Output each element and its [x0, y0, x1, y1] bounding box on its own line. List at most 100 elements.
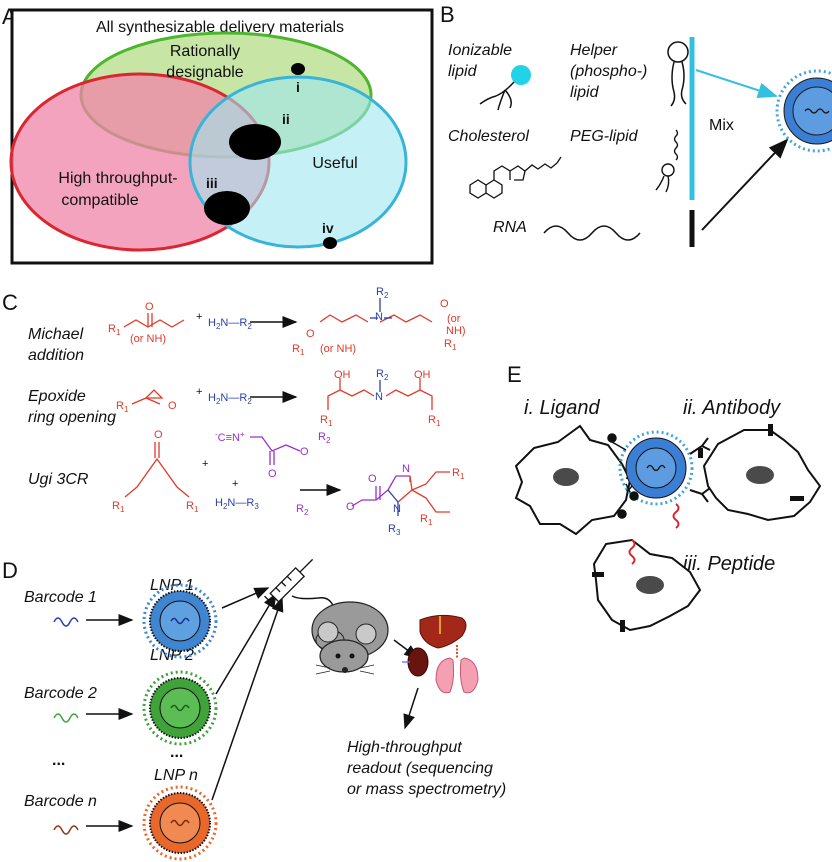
acrylate-r1: R1 — [108, 323, 121, 337]
isocyanide-ester — [250, 436, 301, 465]
antibody-icon — [689, 437, 711, 503]
label-helper-phospho: (phospho-) — [570, 63, 647, 80]
label-ring-opening: ring opening — [28, 409, 116, 426]
lnp-targeted-particle — [618, 430, 694, 506]
venn-diagram: All synthesizable delivery materials Rat… — [9, 8, 434, 265]
acrylate-structure — [123, 313, 185, 328]
michael-nh-right: NH) — [446, 325, 466, 337]
cell-right — [698, 424, 822, 522]
cholesterol-icon — [469, 156, 562, 199]
arrow-lipids-to-lnp — [695, 69, 778, 99]
ugi-product-r1-top: R1 — [452, 467, 465, 481]
marker-blob-ii — [229, 124, 281, 160]
epoxide-r1: R1 — [116, 400, 129, 414]
epoxide-product-r2: R2 — [376, 368, 389, 382]
barcode-2-icon — [53, 713, 79, 723]
lnp-2-particle — [142, 670, 218, 746]
label-peptide: iii. Peptide — [683, 553, 775, 575]
barcode-workflow: Barcode 1 LNP 1 Barcode 2 LNP 2 ... ... … — [24, 558, 506, 861]
epoxide-structure — [131, 389, 164, 405]
arrow-lnp1-to-syringe — [221, 587, 270, 609]
lnp-ellipsis: ... — [170, 744, 183, 761]
michael-o-left: O — [306, 328, 315, 340]
label-barcode-1: Barcode 1 — [24, 589, 97, 606]
michael-r1-left: R1 — [292, 343, 305, 357]
venn-box-title: All synthesizable delivery materials — [96, 19, 344, 36]
arrow-lnpn-to-syringe — [211, 596, 284, 801]
marker-blob-iii — [204, 191, 250, 225]
label-rna: RNA — [493, 219, 527, 236]
label-ionizable-lipid: lipid — [448, 63, 478, 80]
marker-label-iv: iv — [322, 220, 334, 236]
epoxide-product-oh-right: OH — [414, 369, 431, 381]
label-rationally: Rationally — [170, 43, 240, 60]
label-epoxide: Epoxide — [28, 388, 86, 405]
readout-line-3: or mass spectrometry) — [347, 781, 506, 798]
epoxide-product-r1-right: R1 — [428, 414, 441, 428]
label-helper-lipid: lipid — [570, 84, 600, 101]
cell-left — [514, 424, 633, 536]
liver-icon — [419, 614, 467, 649]
barcode-1-icon — [53, 617, 79, 627]
ugi-product-n: N — [393, 503, 401, 515]
label-ligand: i. Ligand — [524, 397, 600, 419]
ugi-product-r2: R2 — [296, 503, 309, 517]
barcode-ellipsis: ... — [52, 752, 65, 769]
ketone-r1-right: R1 — [186, 500, 199, 514]
acrylate-or-nh: (or NH) — [130, 333, 166, 345]
plus-ugi-1: + — [202, 458, 208, 470]
lnp-particle-b — [775, 69, 832, 153]
mouse-icon — [311, 601, 389, 675]
label-barcode-n: Barcode n — [24, 793, 97, 810]
marker-dot-i — [291, 63, 305, 75]
michael-r1-right: R1 — [444, 338, 457, 352]
michael-r2: R2 — [376, 286, 389, 300]
marker-dot-iv — [323, 237, 337, 249]
label-compatible: compatible — [61, 192, 138, 209]
ionizable-lipid-icon — [479, 65, 531, 111]
ligand-icon — [607, 433, 639, 519]
panel-label-d: D — [2, 558, 18, 583]
ugi-product-n-ring: N — [402, 463, 410, 475]
peg-lipid-icon — [655, 129, 679, 193]
chemistry-reactions: Michael addition R1 O (or NH) + H2N—R2 N… — [28, 286, 466, 537]
isocyanide-o-ester: O — [300, 446, 309, 458]
amine-epoxide: H2N—R2 — [208, 392, 252, 406]
amine-michael: H2N—R2 — [208, 317, 252, 331]
plus-ugi-2: + — [232, 478, 238, 490]
barcode-n-icon — [53, 825, 79, 835]
ketone-structure — [124, 442, 190, 498]
epoxide-o: O — [168, 400, 177, 412]
michael-product — [319, 298, 433, 323]
michael-n: N — [375, 311, 383, 323]
panel-label-c: C — [2, 290, 18, 315]
marker-label-iii: iii — [206, 175, 218, 191]
label-michael-addition: addition — [28, 347, 84, 364]
plus-epoxide: + — [196, 386, 202, 398]
label-useful: Useful — [312, 155, 357, 172]
label-michael: Michael — [28, 326, 84, 343]
acrylate-o: O — [145, 301, 154, 313]
isocyanide: -C≡N+ — [215, 430, 245, 444]
arrow-to-readout — [403, 687, 419, 730]
mouse-tail — [291, 595, 335, 609]
michael-o-right: O — [440, 298, 449, 310]
helper-lipid-icon — [667, 41, 689, 107]
plus-michael: + — [196, 311, 202, 323]
ugi-product-o: O — [368, 473, 377, 485]
label-peg-lipid: PEG-lipid — [570, 128, 639, 145]
ugi-product-o-ester: O — [346, 501, 355, 513]
label-high-throughput: High throughput- — [58, 170, 177, 187]
spleen-icon — [402, 647, 429, 677]
epoxide-product-oh-left: OH — [334, 369, 351, 381]
label-mix: Mix — [709, 117, 734, 134]
epoxide-product — [327, 378, 433, 410]
label-ionizable: Ionizable — [448, 42, 512, 59]
readout-line-1: High-throughput — [347, 739, 462, 756]
michael-or-right: (or — [447, 313, 461, 325]
label-lnp-n: LNP n — [154, 767, 198, 784]
michael-or-nh-left: (or NH) — [320, 343, 356, 355]
label-ugi: Ugi 3CR — [28, 471, 89, 488]
label-designable: designable — [166, 64, 244, 81]
